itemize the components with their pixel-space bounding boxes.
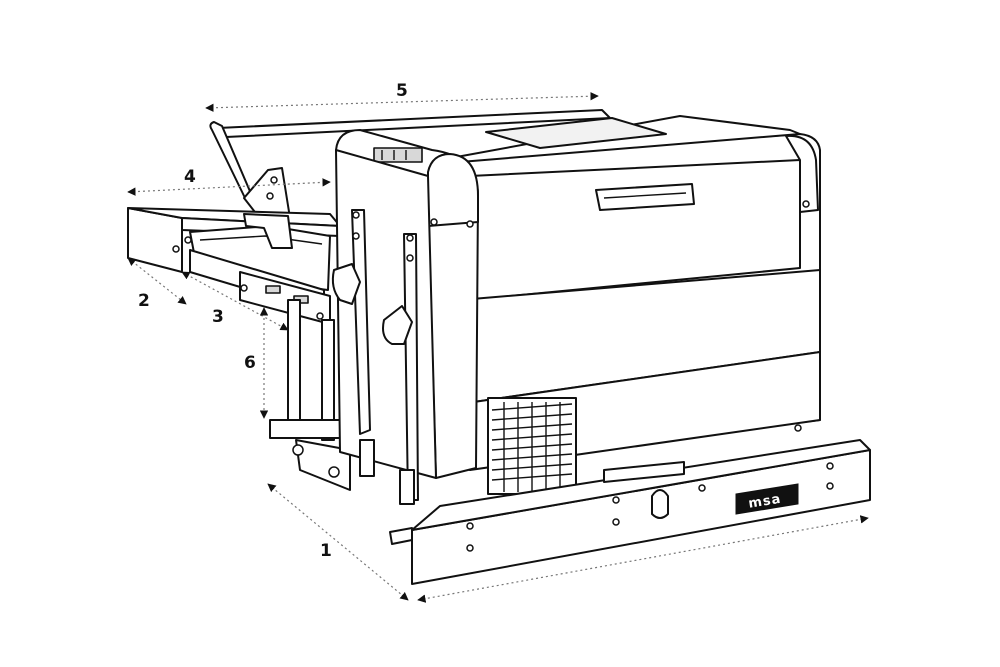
dimension-label-5: 5 bbox=[396, 81, 408, 101]
brand-logo-text: msa bbox=[747, 492, 782, 512]
brand-logo: msa bbox=[735, 483, 799, 515]
dimension-line-5 bbox=[205, 92, 599, 112]
dimension-labels: 5 4 2 3 6 1 bbox=[138, 81, 408, 561]
dimension-line-1 bbox=[267, 483, 409, 601]
slide-outer-rail bbox=[127, 207, 341, 325]
vent-grille bbox=[491, 402, 573, 492]
dimension-label-3: 3 bbox=[212, 307, 224, 327]
dimension-line-2 bbox=[127, 257, 187, 305]
dimension-lines bbox=[127, 92, 869, 603]
dimension-label-6: 6 bbox=[244, 353, 256, 373]
dimension-label-4: 4 bbox=[184, 167, 196, 187]
tie-down-straps bbox=[331, 209, 419, 505]
dimension-line-width bbox=[417, 515, 869, 603]
dimension-label-2: 2 bbox=[138, 291, 150, 311]
dimension-line-3 bbox=[181, 271, 289, 331]
dimension-label-1: 1 bbox=[320, 541, 332, 561]
dimension-line-4 bbox=[127, 178, 331, 196]
